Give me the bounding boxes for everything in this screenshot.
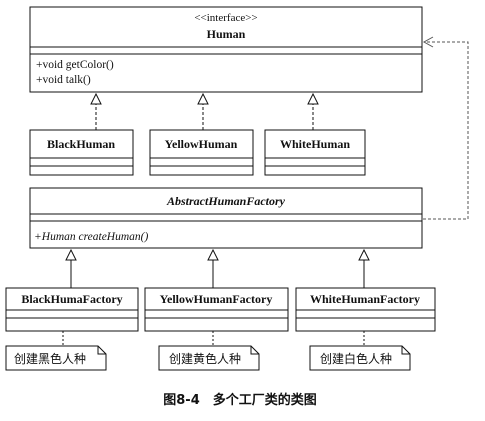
interface-stereotype: <<interface>> <box>194 12 257 24</box>
white-human-factory-class: WhiteHumanFactory <box>295 287 436 332</box>
operation-get-color: +void getColor() <box>36 59 114 71</box>
figure-caption: 图8-4 多个工厂类的类图 <box>163 392 317 408</box>
abstract-factory-name: AbstractHumanFactory <box>166 194 286 208</box>
black-factory-name: BlackHumaFactory <box>21 292 122 306</box>
operation-talk: +void talk() <box>36 74 91 86</box>
interface-name: Human <box>207 27 246 41</box>
black-huma-factory-class: BlackHumaFactory <box>5 287 139 332</box>
note-yellow-text: 创建黄色人种 <box>169 352 241 366</box>
note-black-text: 创建黑色人种 <box>14 352 86 366</box>
human-interface-class: <<interface>> Human +void getColor() +vo… <box>29 6 423 93</box>
note-white: 创建白色人种 <box>309 345 411 371</box>
black-human-name: BlackHuman <box>47 137 115 151</box>
yellow-factory-name: YellowHumanFactory <box>160 292 273 306</box>
human-realization-arrows <box>96 94 313 130</box>
note-connectors <box>62 331 365 346</box>
yellow-human-class: YellowHuman <box>149 129 254 176</box>
abstract-human-factory-class: AbstractHumanFactory +Human createHuman(… <box>29 187 423 249</box>
white-factory-name: WhiteHumanFactory <box>310 292 420 306</box>
factory-human-dependency <box>422 36 469 220</box>
operation-create-human: +Human createHuman() <box>34 231 148 243</box>
white-human-class: WhiteHuman <box>264 129 366 176</box>
white-human-name: WhiteHuman <box>280 137 350 151</box>
black-human-class: BlackHuman <box>29 129 134 176</box>
factory-generalization-arrows <box>71 250 364 288</box>
yellow-human-factory-class: YellowHumanFactory <box>144 287 289 332</box>
note-white-text: 创建白色人种 <box>320 351 392 366</box>
dependency-arrowhead <box>422 36 434 48</box>
yellow-human-name: YellowHuman <box>165 137 238 151</box>
note-yellow: 创建黄色人种 <box>158 345 260 371</box>
note-black: 创建黑色人种 <box>5 345 107 371</box>
